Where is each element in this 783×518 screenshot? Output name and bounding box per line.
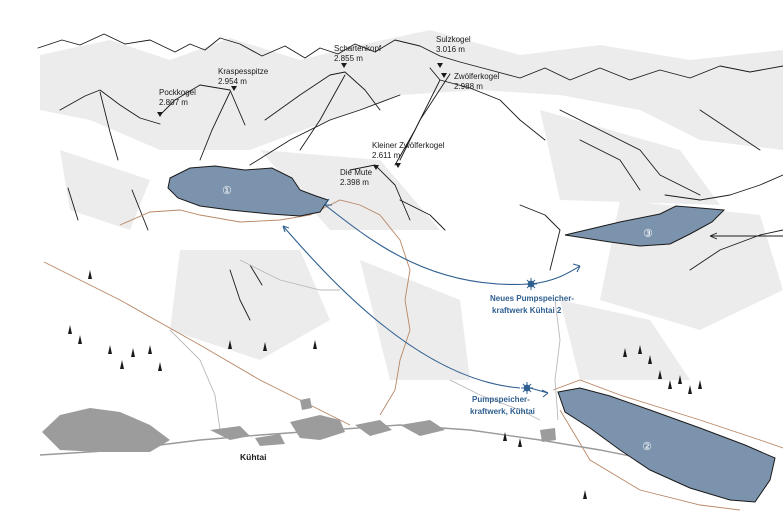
peak-elevation-kraspesspitze: 2.954 m xyxy=(218,77,247,86)
reservoir-2: ② xyxy=(557,387,776,503)
peak-name-kraspesspitze: Kraspesspitze xyxy=(218,67,269,76)
reservoir-1-number: ① xyxy=(222,184,232,197)
peak-marker-kleiner-zwoelferkogel xyxy=(395,163,401,168)
tunnels xyxy=(282,198,581,398)
new-power-plant-label-line2: kraftwerk Kühtai 2 xyxy=(492,306,562,315)
peak-elevation-die-mute: 2.398 m xyxy=(340,178,369,187)
power-plant-labels: Neues Pumpspeicher- kraftwerk Kühtai 2 P… xyxy=(470,294,574,416)
peak-labels: Pockkogel 2.807 m Kraspesspitze 2.954 m … xyxy=(159,35,500,187)
peak-marker-pockkogel xyxy=(157,112,163,117)
peak-name-sulzkogel: Sulzkogel xyxy=(436,35,471,44)
peak-elevation-kleiner-zwoelferkogel: 2.611 m xyxy=(372,151,401,160)
peak-marker-sulzkogel xyxy=(437,63,443,68)
new-power-plant-label-line1: Neues Pumpspeicher- xyxy=(490,294,574,303)
peak-name-kleiner-zwoelferkogel: Kleiner Zwölferkogel xyxy=(372,141,445,150)
peak-marker-zwoelferkogel xyxy=(441,73,447,78)
town-label: Kühtai xyxy=(240,452,266,462)
peak-name-pockkogel: Pockkogel xyxy=(159,88,196,97)
peak-marker-schartenkopf xyxy=(341,63,347,68)
peak-elevation-zwoelferkogel: 2.988 m xyxy=(454,82,483,91)
peak-elevation-pockkogel: 2.807 m xyxy=(159,98,188,107)
trails xyxy=(43,199,783,511)
existing-power-plant-label-line2: kraftwerk, Kühtai xyxy=(470,407,535,416)
peak-elevation-schartenkopf: 2.855 m xyxy=(334,54,363,63)
peak-elevation-sulzkogel: 3.016 m xyxy=(436,45,465,54)
trees xyxy=(68,270,702,499)
reservoir-2-number: ② xyxy=(642,440,652,453)
terrain-shading xyxy=(40,30,783,380)
inflow-arrow xyxy=(709,232,783,240)
existing-power-plant-label-line1: Pumpspeicher- xyxy=(472,395,530,404)
reservoir-3-number: ③ xyxy=(643,227,653,240)
peak-name-zwoelferkogel: Zwölferkogel xyxy=(454,72,500,81)
peak-name-schartenkopf: Schartenkopf xyxy=(334,44,382,53)
town-buildings xyxy=(42,398,556,452)
reservoir-3: ③ xyxy=(564,205,726,247)
peak-marker-die-mute xyxy=(373,165,379,170)
peak-marker-kraspesspitze xyxy=(231,86,237,91)
new-power-plant-marker xyxy=(525,278,537,290)
existing-power-plant-marker xyxy=(521,382,533,394)
peak-markers xyxy=(157,63,447,170)
mountain-ridges xyxy=(37,33,783,321)
peak-name-die-mute: Die Mute xyxy=(340,168,373,177)
